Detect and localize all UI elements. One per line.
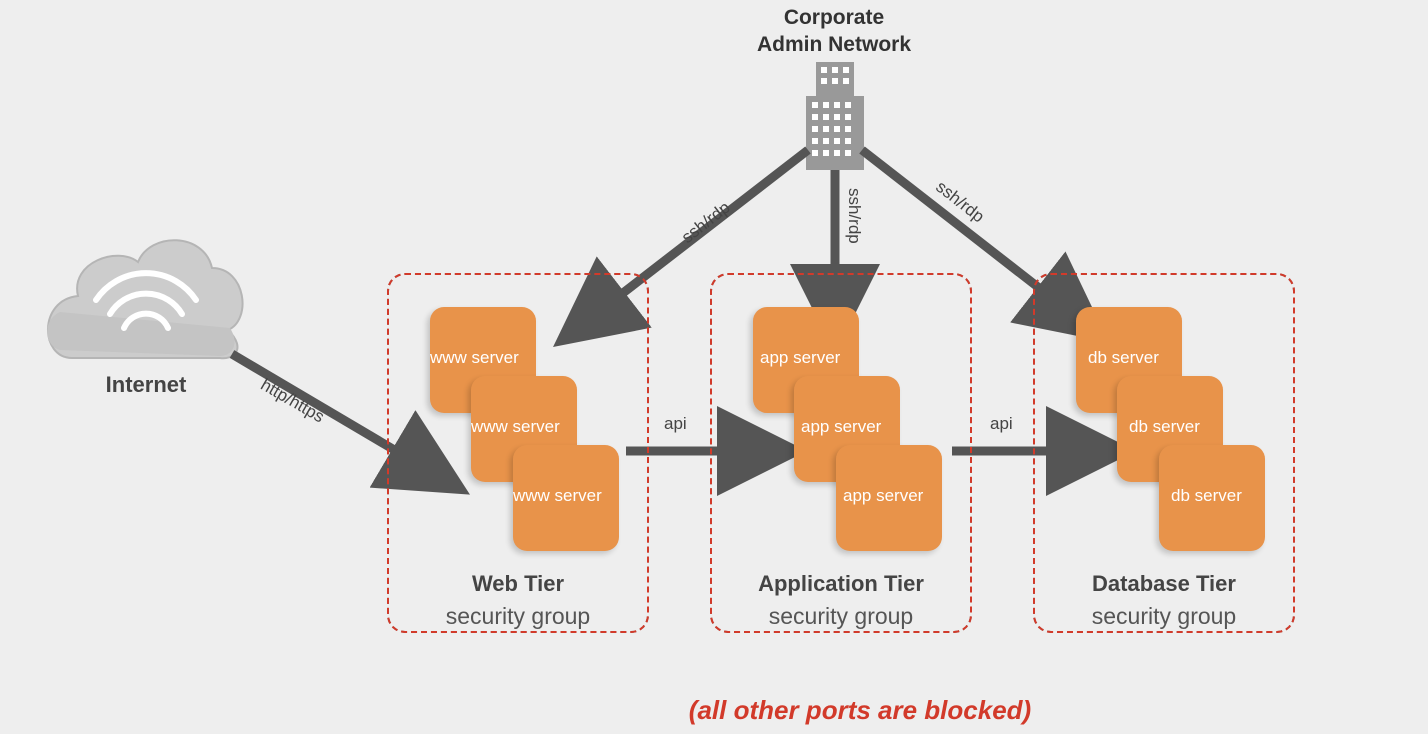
database-tier-security-group: db server db server db server Database T… — [1033, 273, 1295, 633]
tier-name: Database Tier — [1092, 571, 1236, 596]
edge-label-web-app: api — [664, 414, 687, 433]
tier-name: Application Tier — [758, 571, 924, 596]
application-tier-security-group: app server app server app server Applica… — [710, 273, 972, 633]
arrow-internet-to-web — [229, 350, 470, 495]
tier-subtitle: security group — [1091, 603, 1237, 629]
server-label: app server — [801, 417, 882, 436]
server-label: www server — [430, 348, 519, 367]
arrow-admin-to-db — [859, 146, 1109, 343]
corporate-network-line2: Admin Network — [756, 33, 911, 56]
server-label: app server — [843, 486, 924, 505]
server-label: app server — [760, 348, 841, 367]
server-label: db server — [1088, 348, 1159, 367]
web-server: www server — [513, 445, 619, 551]
app-server: app server — [836, 445, 942, 551]
office-building-icon — [806, 62, 864, 170]
server-label: www server — [471, 417, 560, 436]
server-label: www server — [513, 486, 602, 505]
corporate-network-label: Corporate Admin Network — [700, 4, 968, 58]
internet-label: Internet — [105, 372, 187, 397]
server-label: db server — [1171, 486, 1242, 505]
edge-label-ssh-rdp-app: ssh/rdp — [845, 188, 864, 244]
corporate-network-line1: Corporate — [783, 6, 885, 29]
tier-name: Web Tier — [471, 571, 565, 596]
edge-label-app-db: api — [990, 414, 1013, 433]
web-tier-security-group: www server www server www server Web Tie… — [387, 273, 649, 633]
tier-subtitle: security group — [445, 603, 591, 629]
tier-subtitle: security group — [768, 603, 914, 629]
blocked-ports-footnote: (all other ports are blocked) — [688, 695, 1032, 725]
server-label: db server — [1129, 417, 1200, 436]
db-server: db server — [1159, 445, 1265, 551]
cloud-wifi-icon — [47, 239, 244, 360]
